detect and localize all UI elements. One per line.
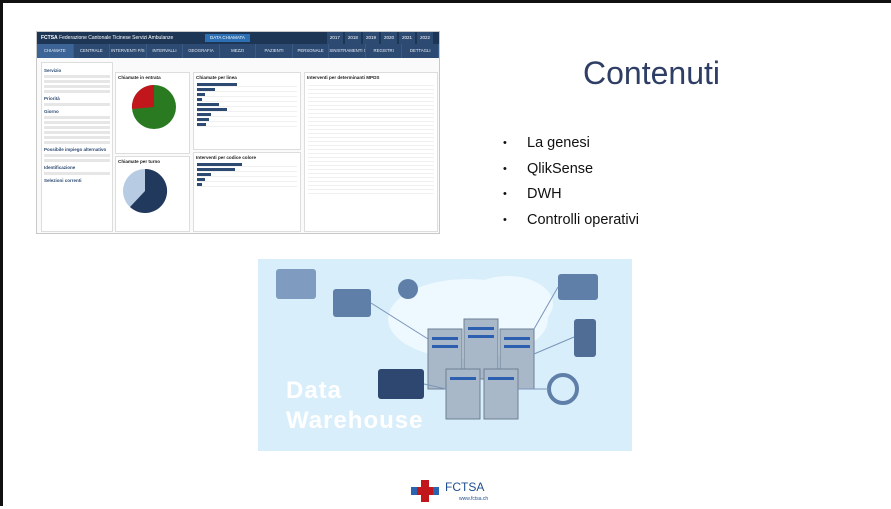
dashboard-filters: Servizio Priorità Giorno Possibile impie… — [41, 62, 113, 232]
panel-title: Chiamate per linea — [196, 75, 237, 80]
dashboard-tab: CHIAMATE — [37, 44, 74, 58]
dashboard-tab: DETTAGLI — [402, 44, 439, 58]
dashboard-screenshot: FCTSA Federazione Cantonale Ticinese Ser… — [36, 31, 440, 234]
dashboard-tab: PAZIENTI — [256, 44, 293, 58]
bullet-item: QlikSense — [503, 157, 639, 183]
year-item: 2017 — [326, 32, 343, 44]
image-text-line1: Data — [286, 377, 343, 404]
dashboard-tab: GEOGRAFIA — [183, 44, 220, 58]
dashboard-tabs: CHIAMATE CENTRALE INTERVENTI P/S INTERVA… — [37, 44, 439, 58]
incoming-calls-panel: Chiamate in entrata — [115, 72, 190, 154]
dashboard-tab: PERSONALE — [293, 44, 330, 58]
dashboard-tab: REGISTRI — [366, 44, 403, 58]
logo-icon — [411, 480, 439, 502]
filter-heading: Priorità — [44, 96, 60, 101]
dashboard-tab: INTERVALLI — [147, 44, 184, 58]
slide-title: Contenuti — [583, 55, 720, 91]
bullet-item: Controlli operativi — [503, 208, 639, 234]
fctsa-logo: FCTSA www.fctsa.ch — [407, 478, 489, 506]
bullet-item: DWH — [503, 182, 639, 208]
filter-heading: Possibile impiego alternativo — [44, 147, 107, 152]
date-button: DATA CHIAMATA — [205, 34, 250, 42]
panel-title: Chiamate in entrata — [118, 75, 161, 80]
logo-text: FCTSA — [445, 480, 485, 494]
shift-pie-chart — [123, 168, 168, 213]
panel-title: Interventi per determinanti MPDS — [307, 75, 380, 80]
data-warehouse-illustration: Data Warehouse — [258, 259, 632, 451]
logo-url: www.fctsa.ch — [459, 496, 489, 502]
dashboard-brand-subtitle: Federazione Cantonale Ticinese Servizi A… — [59, 35, 174, 41]
dashboard-brand: FCTSA — [41, 35, 58, 41]
filter-heading: Identificazione — [44, 165, 76, 170]
filter-heading: Giorno — [44, 109, 59, 114]
dashboard-tab: CENTRALE — [74, 44, 111, 58]
filter-heading: Servizio — [44, 68, 62, 73]
dashboard-header: FCTSA Federazione Cantonale Ticinese Ser… — [37, 32, 439, 44]
shift-calls-panel: Chiamate per turno — [115, 156, 190, 232]
panel-title: Interventi per codice colore — [196, 155, 256, 160]
bullet-item: La genesi — [503, 131, 639, 157]
color-code-panel: Interventi per codice colore — [193, 152, 301, 232]
dashboard-tab: MEZZI — [220, 44, 257, 58]
year-item: 2022 — [416, 32, 433, 44]
image-text-line2: Warehouse — [286, 407, 424, 434]
panel-title: Chiamate per turno — [118, 159, 161, 164]
year-selector: 2017 2018 2019 2020 2021 2022 — [326, 32, 433, 44]
year-item: 2018 — [344, 32, 361, 44]
incoming-pie-chart — [131, 84, 176, 129]
dashboard-tab: SINISTRAMENTI COPERTURE — [329, 44, 366, 58]
year-item: 2021 — [398, 32, 415, 44]
line-calls-panel: Chiamate per linea — [193, 72, 301, 150]
server-cloud-icon — [276, 269, 598, 420]
bullet-list: La genesi QlikSense DWH Controlli operat… — [503, 131, 639, 233]
year-item: 2019 — [362, 32, 379, 44]
dashboard-tab: INTERVENTI P/S — [110, 44, 147, 58]
year-item: 2020 — [380, 32, 397, 44]
determinants-panel: Interventi per determinanti MPDS — [304, 72, 438, 232]
filter-heading: Selezioni correnti — [44, 178, 82, 183]
